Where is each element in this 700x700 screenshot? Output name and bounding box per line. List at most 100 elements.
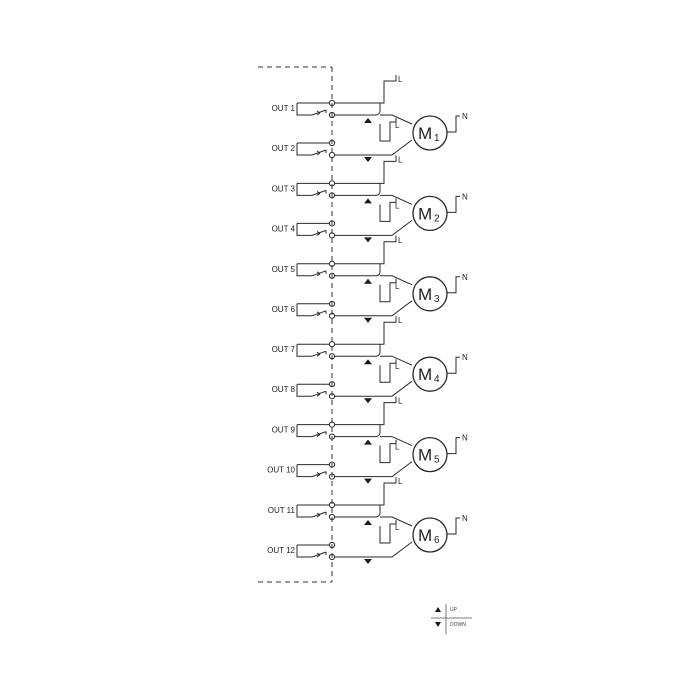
motor-letter: M (418, 446, 432, 465)
down-arrow-icon (435, 622, 441, 627)
line-L-label: L (398, 316, 403, 325)
supply-line-L2 (379, 278, 397, 303)
contact-arrow (316, 472, 321, 478)
output-label: OUT 10 (267, 466, 295, 475)
up-wire (332, 344, 413, 366)
supply-line-L (332, 155, 397, 184)
down-arrow-icon (364, 237, 372, 243)
motor-letter: M (418, 124, 432, 143)
motor-index: 2 (434, 213, 440, 224)
contact-arrow (316, 351, 321, 357)
neutral-line (447, 356, 460, 374)
up-arrow-icon (364, 520, 372, 525)
neutral-N-label: N (462, 514, 468, 523)
neutral-N-label: N (462, 112, 468, 121)
up-arrow-icon (364, 198, 372, 204)
up-arrow-icon (364, 118, 372, 123)
supply-line-L (332, 75, 397, 104)
supply-line-L (332, 316, 397, 345)
neutral-N-label: N (462, 434, 468, 443)
line-L-label: L (398, 75, 403, 84)
motor-symbol (412, 517, 448, 553)
down-wire (332, 139, 413, 156)
motor-letter: M (418, 365, 432, 384)
output-label: OUT 6 (272, 305, 296, 314)
output-label: OUT 8 (272, 385, 296, 394)
relay-contact (296, 343, 332, 357)
motor-index: 1 (434, 133, 440, 144)
up-arrow-icon (364, 439, 372, 445)
line-L-label: L (398, 155, 403, 164)
up-wire (332, 103, 413, 125)
relay-contact (296, 424, 332, 438)
module-boundary (258, 66, 333, 583)
down-wire (332, 380, 413, 397)
relay-contact (296, 383, 332, 397)
motor-index: 3 (434, 294, 440, 305)
relay-contact (296, 504, 332, 518)
up-wire (332, 183, 413, 205)
neutral-line (447, 517, 460, 535)
output-label: OUT 9 (272, 426, 296, 435)
output-label: OUT 4 (272, 224, 296, 233)
down-wire (332, 220, 413, 236)
down-wire (332, 541, 413, 558)
contact-arrow (316, 150, 321, 156)
supply-line-L (332, 235, 397, 265)
motor-letter: M (418, 204, 432, 223)
neutral-line (447, 195, 460, 213)
relay-contact (296, 182, 332, 196)
down-arrow-icon (364, 559, 372, 564)
legend-down-label: DOWN (450, 622, 466, 628)
contact-arrow (316, 311, 321, 317)
line-L-label: L (398, 397, 403, 406)
relay-contact (296, 303, 332, 317)
supply-line-L (332, 396, 397, 426)
motor-letter: M (418, 285, 432, 304)
motor-symbol (412, 115, 448, 151)
up-arrow-icon (364, 278, 372, 284)
down-arrow-icon (364, 157, 372, 162)
down-arrow-icon (364, 478, 372, 484)
relay-contact (296, 464, 332, 478)
motor-symbol (412, 356, 448, 392)
output-label: OUT 2 (272, 144, 296, 153)
contact-arrow (316, 552, 321, 558)
line-L-label: L (395, 523, 400, 532)
supply-line-L2 (379, 198, 397, 222)
motor-symbol (412, 436, 448, 473)
motor-index: 4 (434, 374, 440, 385)
legend-up-label: UP (450, 607, 458, 613)
line-L-label: L (395, 443, 400, 452)
motor-index: 5 (434, 455, 440, 466)
supply-line-L2 (379, 118, 397, 142)
output-label: OUT 7 (272, 345, 296, 354)
relay-contact (296, 263, 332, 277)
contact-arrow (316, 271, 321, 277)
contact-arrow (316, 230, 321, 236)
neutral-line (447, 437, 460, 455)
line-L-label: L (395, 362, 400, 371)
output-label: OUT 12 (267, 546, 295, 555)
down-wire (332, 300, 413, 317)
output-label: OUT 3 (272, 184, 296, 193)
relay-contact (296, 222, 332, 236)
motor-symbol (412, 195, 448, 232)
supply-line-L (332, 477, 397, 506)
line-L-label: L (398, 477, 403, 486)
line-L-label: L (395, 121, 400, 130)
relay-contact (296, 142, 332, 156)
neutral-N-label: N (462, 353, 468, 362)
contact-arrow (316, 190, 321, 196)
down-wire (332, 461, 413, 478)
legend: UP DOWN (431, 604, 472, 634)
contact-arrow (316, 432, 321, 438)
contact-arrow (316, 512, 321, 518)
